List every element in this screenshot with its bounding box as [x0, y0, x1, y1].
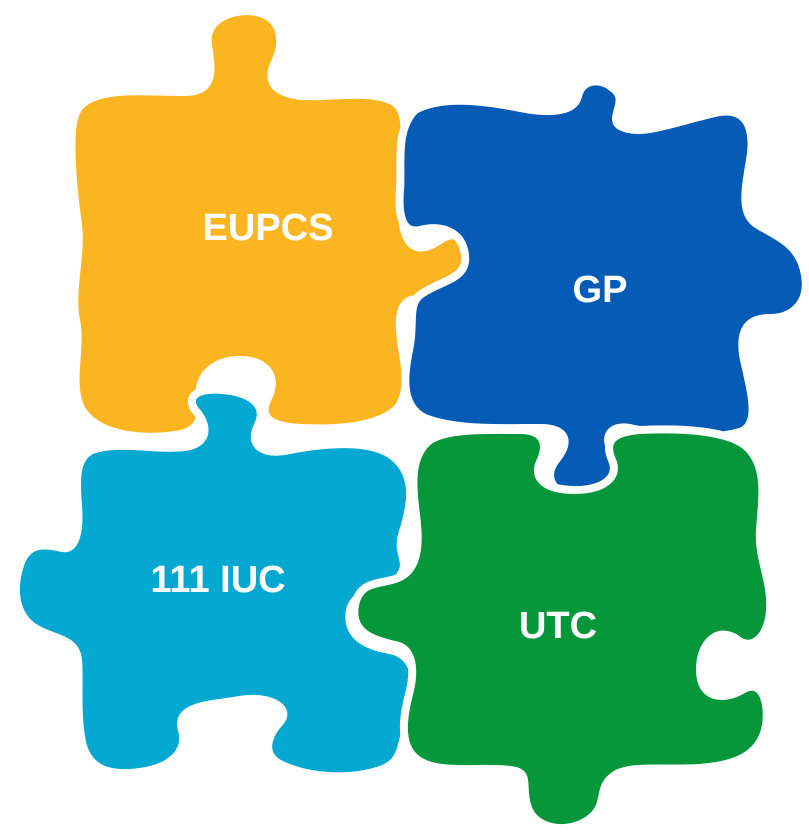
puzzle-piece-eupcs-shape [67, 7, 485, 441]
puzzle-piece-iuc-label: 111 IUC [150, 559, 285, 601]
puzzle-piece-eupcs-label: EUPCS [203, 207, 334, 249]
puzzle-piece-iuc: 111 IUC [11, 385, 420, 781]
puzzle-piece-utc-label: UTC [519, 605, 597, 647]
puzzle-piece-eupcs: EUPCS [67, 7, 485, 441]
puzzle-piece-utc-shape [350, 425, 775, 832]
puzzle-piece-iuc-shape [11, 385, 420, 781]
puzzle-piece-utc: UTC [350, 425, 775, 832]
puzzle-piece-gp-label: GP [573, 269, 628, 311]
